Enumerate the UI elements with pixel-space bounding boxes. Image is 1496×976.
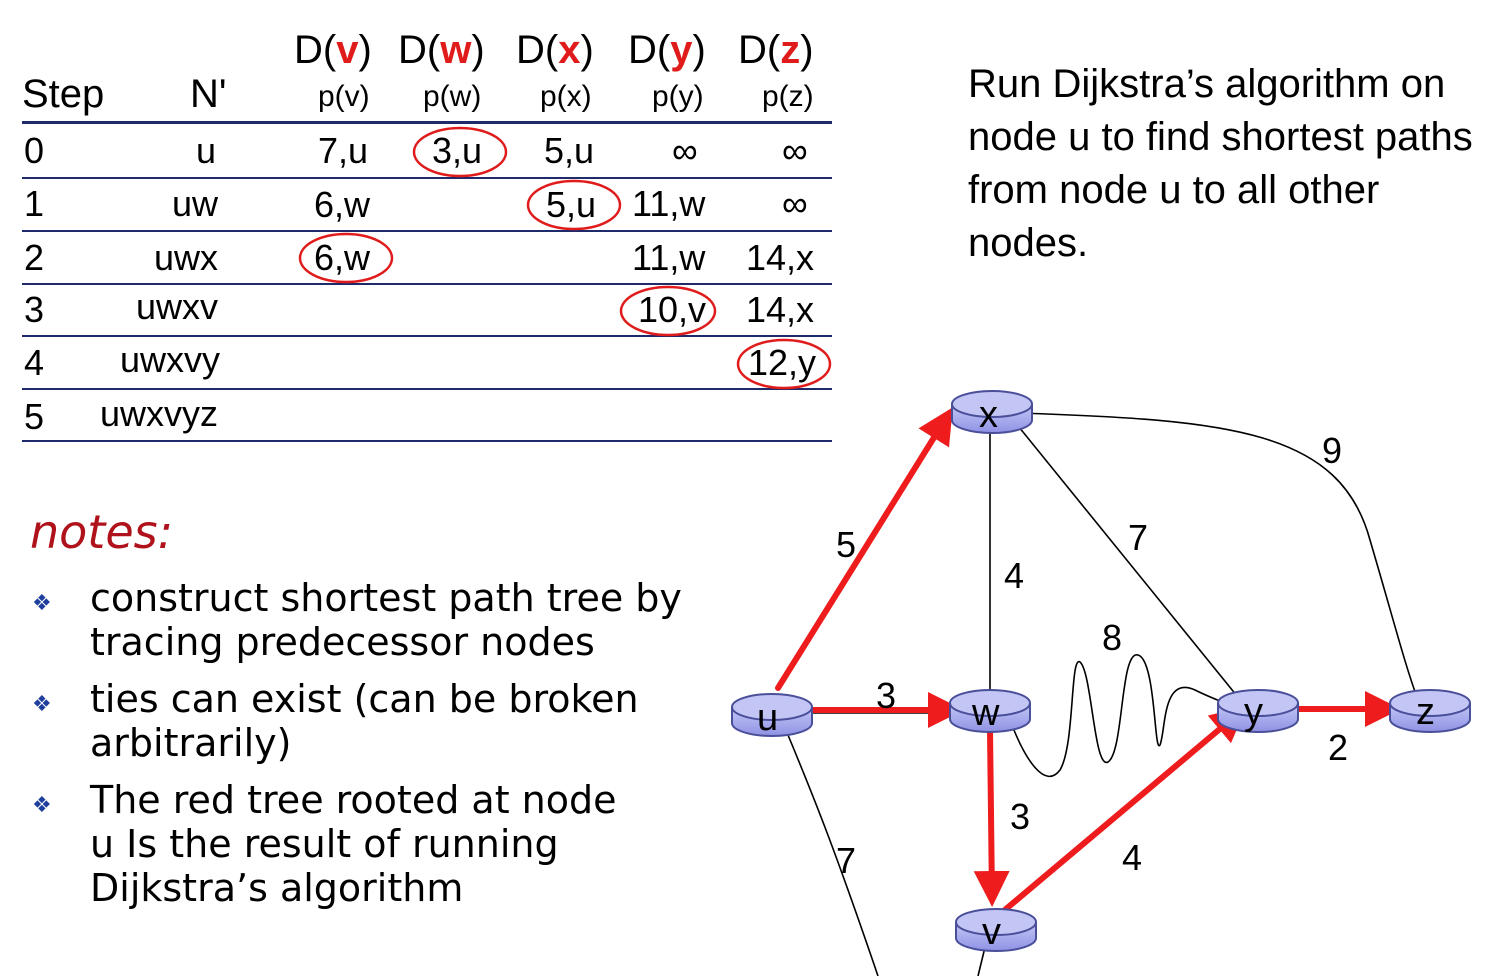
table-cell-y: 11,w — [632, 183, 706, 224]
diamond-bullet-icon: ❖ — [32, 590, 52, 615]
table-cell-step: 1 — [24, 183, 45, 224]
col-header-py: p(y) — [652, 80, 704, 113]
table-rule — [22, 230, 832, 232]
table-cell-step: 3 — [24, 289, 45, 330]
diamond-bullet-icon: ❖ — [32, 691, 52, 716]
node-label: y — [1244, 691, 1263, 733]
selected-cell-circle — [526, 179, 622, 231]
selected-cell-circle — [736, 338, 832, 390]
table-cell-x: 5,u — [546, 184, 597, 225]
table-cell-nprime: u — [196, 130, 217, 171]
table-rule — [22, 121, 832, 124]
table-cell-z: ∞ — [782, 183, 808, 224]
edge-u-v — [787, 734, 879, 976]
edge-x-z — [1017, 412, 1419, 701]
col-header-nprime: N' — [190, 72, 227, 116]
table-cell-nprime: uwxvy — [120, 339, 221, 380]
table-cell-z: ∞ — [782, 130, 808, 171]
table-cell-v: 6,w — [314, 184, 371, 225]
node-u: u — [731, 693, 813, 739]
note-item: ties can exist (can be broken arbitraril… — [90, 677, 639, 765]
tree-edge-w-v — [973, 727, 1010, 907]
note-item: The red tree rooted at node u Is the res… — [90, 778, 617, 910]
node-v: v — [955, 908, 1037, 953]
table-cell-nprime: uwx — [154, 237, 219, 278]
col-header-dz: D(z) — [738, 28, 814, 72]
table-cell-z: 12,y — [748, 342, 817, 383]
table-rule — [22, 440, 832, 442]
col-header-dy: D(y) — [628, 28, 706, 72]
table-rule — [22, 177, 832, 179]
edge-w-y — [1009, 654, 1246, 777]
table-cell-v: 6,w — [314, 237, 371, 278]
edge-weight-label: 5 — [836, 524, 856, 565]
table-rule — [22, 283, 832, 285]
table-cell-step: 5 — [24, 396, 45, 437]
col-header-dx: D(x) — [516, 28, 594, 72]
tree-edge-u-x — [775, 407, 953, 691]
table-cell-nprime: uwxvyz — [100, 393, 219, 434]
node-label: z — [1416, 691, 1435, 733]
table-rule — [22, 335, 832, 337]
table-rule — [22, 388, 832, 390]
diamond-bullet-icon: ❖ — [32, 792, 52, 817]
table-cell-nprime: uwxv — [136, 286, 219, 327]
table-cell-v: 7,u — [318, 130, 369, 171]
table-cell-nprime: uw — [172, 183, 219, 224]
edge-weight-label: 3 — [876, 675, 896, 716]
node-label: u — [757, 697, 778, 739]
edge-weight-label: 7 — [1128, 517, 1148, 558]
table-cell-y: ∞ — [672, 130, 698, 171]
table-cell-step: 4 — [24, 342, 45, 383]
table-cell-z: 14,x — [746, 237, 815, 278]
table-cell-step: 2 — [24, 237, 45, 278]
selected-cell-circle — [619, 285, 717, 337]
table-cell-y: 10,v — [638, 289, 707, 330]
table-cell-step: 0 — [24, 130, 45, 171]
col-header-dv: D(v) — [294, 28, 372, 72]
col-header-pz: p(z) — [762, 80, 814, 113]
node-z: z — [1389, 689, 1471, 733]
table-cell-z: 14,x — [746, 289, 815, 330]
col-header-dw: D(w) — [398, 28, 485, 72]
notes-title: notes: — [30, 505, 174, 559]
col-header-step: Step — [22, 72, 105, 116]
edge-weight-label: 8 — [1102, 617, 1122, 658]
table-cell-w: 3,u — [432, 130, 483, 171]
selected-cell-circle — [412, 126, 508, 178]
node-label: x — [979, 394, 998, 436]
selected-cell-circle — [298, 232, 394, 284]
note-item: construct shortest path tree by tracing … — [90, 576, 682, 664]
edge-x-y — [1009, 415, 1251, 713]
edge-weight-label: 2 — [1328, 727, 1348, 768]
node-w: w — [949, 689, 1031, 734]
edge-weight-label: 7 — [836, 840, 856, 881]
table-cell-y: 11,w — [632, 237, 706, 278]
edge-weight-label: 4 — [1122, 837, 1142, 878]
edge-weight-label: 9 — [1322, 430, 1342, 471]
table-cell-x: 5,u — [544, 130, 595, 171]
col-header-pv: p(v) — [318, 80, 370, 113]
node-label: v — [982, 911, 1001, 953]
col-header-px: p(x) — [540, 80, 592, 113]
edge-weight-label: 3 — [1010, 796, 1030, 837]
edge-weight-label: 4 — [1004, 555, 1024, 596]
node-x: x — [951, 390, 1033, 436]
node-label: w — [971, 692, 1000, 734]
col-header-pw: p(w) — [423, 80, 482, 113]
instructions-text: Run Dijkstra’s algorithm on node u to fi… — [968, 62, 1473, 265]
node-y: y — [1217, 689, 1299, 733]
tree-edge-v-y — [997, 706, 1247, 917]
